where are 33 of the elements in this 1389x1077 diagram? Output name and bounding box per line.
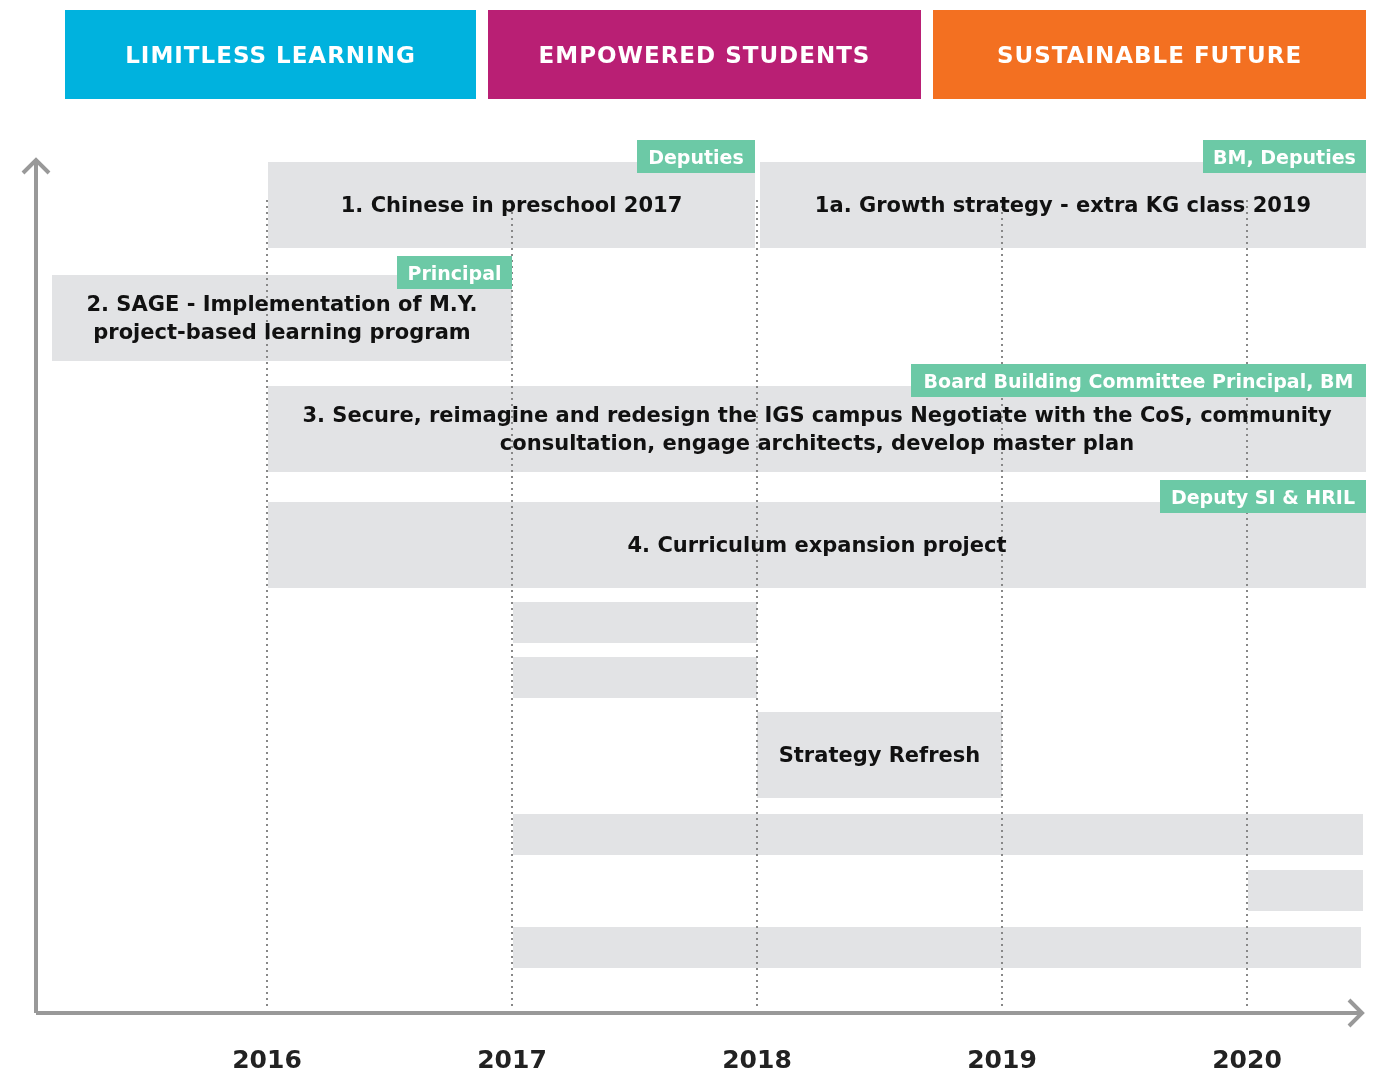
owner-name: Deputy SI & HRIL bbox=[1170, 485, 1356, 508]
pillar-banner bbox=[65, 10, 476, 99]
bar-label: 2. SAGE - Implementation of M.Y. project-based learning program bbox=[85, 290, 479, 346]
owner-name: Deputies bbox=[648, 145, 744, 168]
owner-name: Board Building Committee Principal, BM bbox=[923, 369, 1354, 392]
bar-label: Strategy Refresh bbox=[778, 741, 981, 769]
bar-label: 1. Chinese in preschool 2017 bbox=[340, 191, 683, 219]
year-label: 2020 bbox=[1211, 1045, 1283, 1074]
owner-tag bbox=[1160, 480, 1366, 513]
bar-label: 4. Curriculum expansion project bbox=[627, 531, 1007, 559]
timeline-bar bbox=[513, 927, 1361, 968]
owner-tag bbox=[911, 364, 1366, 397]
year-label: 2018 bbox=[721, 1045, 793, 1074]
timeline-bar bbox=[513, 657, 757, 698]
owner-name: BM, Deputies bbox=[1213, 145, 1356, 168]
pillar-banner bbox=[933, 10, 1366, 99]
banner-title: SUSTAINABLE FUTURE bbox=[996, 41, 1303, 68]
bar-label: 3. Secure, reimagine and redesign the IGS campus Negotiate with the CoS, community consultation, engage architects, develop master plan bbox=[301, 401, 1333, 457]
bar-label: 1a. Growth strategy - extra KG class 2019 bbox=[814, 191, 1312, 219]
owner-tag bbox=[1203, 140, 1366, 173]
year-label: 2016 bbox=[231, 1045, 303, 1074]
owner-tag bbox=[397, 256, 512, 289]
timeline-bar bbox=[1248, 870, 1363, 911]
owner-tag bbox=[637, 140, 755, 173]
banner-title: LIMITLESS LEARNING bbox=[125, 41, 416, 68]
pillar-banner bbox=[488, 10, 921, 99]
year-label: 2017 bbox=[476, 1045, 548, 1074]
timeline-bar bbox=[513, 602, 757, 643]
timeline-bar bbox=[757, 712, 1002, 798]
owner-name: Principal bbox=[407, 261, 502, 284]
banner-title: EMPOWERED STUDENTS bbox=[538, 41, 871, 68]
timeline-bar bbox=[513, 814, 1363, 855]
year-label: 2019 bbox=[966, 1045, 1038, 1074]
